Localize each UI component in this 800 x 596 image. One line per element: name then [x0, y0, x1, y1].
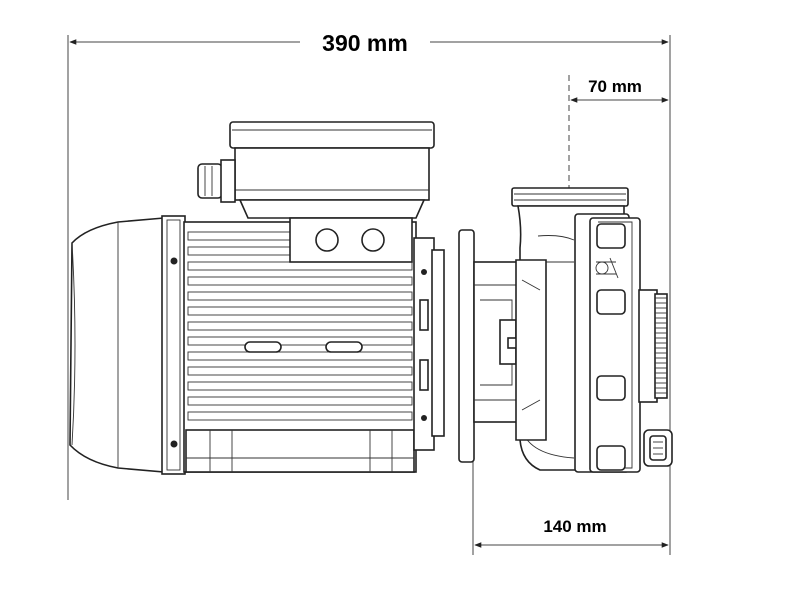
- cooling-fin: [187, 381, 413, 391]
- cooling-fin: [187, 411, 413, 421]
- discharge-port: [638, 289, 668, 403]
- fan-cover: [69, 217, 165, 473]
- cooling-fin: [187, 336, 413, 346]
- seal-plate: [458, 229, 523, 463]
- cooling-fin: [187, 306, 413, 316]
- dimension-overall: 390 mm: [67, 30, 671, 555]
- cooling-fin: [187, 396, 413, 406]
- cooling-fin: [187, 366, 413, 376]
- cable-gland: [197, 159, 236, 203]
- discharge-threads: [655, 297, 667, 394]
- terminal-box: [229, 121, 435, 263]
- dimension-inlet-offset: 70 mm: [568, 75, 669, 195]
- impeller-logo-icon: [595, 257, 619, 279]
- cooling-fin: [187, 276, 413, 286]
- pump-housing: [574, 213, 641, 473]
- pump-volute: [511, 187, 629, 471]
- wet-end-length-label: 140 mm: [543, 517, 606, 536]
- motor-front-flange: [413, 237, 445, 451]
- motor-end-flange: [161, 215, 186, 475]
- connector-plug: [643, 429, 673, 467]
- cooling-fin: [187, 321, 413, 331]
- housing-bolt-bosses: [596, 223, 626, 471]
- dimension-wet-end: 140 mm: [472, 460, 669, 555]
- motor-body: [183, 221, 417, 473]
- inlet-offset-label: 70 mm: [588, 77, 642, 96]
- cooling-fin: [187, 351, 413, 361]
- cooling-fin: [187, 291, 413, 301]
- overall-length-label: 390 mm: [322, 30, 408, 56]
